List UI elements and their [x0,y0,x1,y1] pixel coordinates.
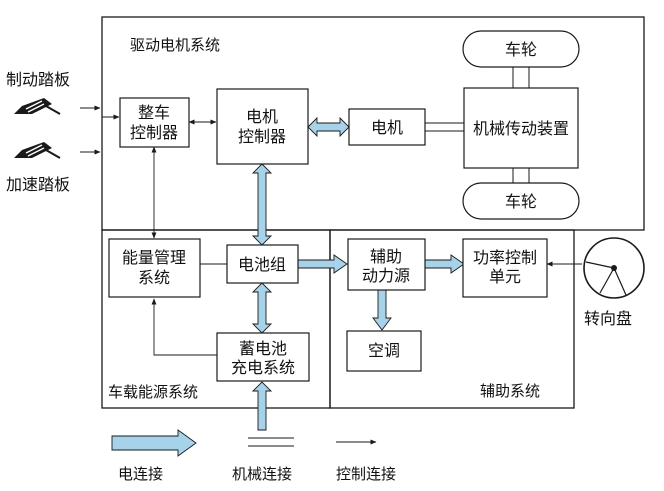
pedal-icon [14,98,61,115]
elec-battery-charger [251,282,273,334]
motor-controller-label-2: 控制器 [238,127,286,146]
vehicle-controller-label-2: 控制器 [130,123,178,142]
elec-motor-controller-motor [307,116,350,138]
charger-box [216,332,310,382]
motor-box [348,108,426,146]
charger-label-1: 蓄电池 [239,339,287,358]
aux-system-title: 辅助系统 [480,382,540,400]
wheel-top-box [462,30,580,68]
legend-electric-arrow [111,429,197,457]
energy-mgmt-label-2: 系统 [138,268,170,287]
legend-control-label: 控制连接 [336,465,396,483]
power-steering-unit-box [462,238,548,298]
wheel-top-label: 车轮 [505,40,537,59]
component-boxes [108,30,580,382]
control-connections [80,105,582,356]
legend-mechanical-label: 机械连接 [232,465,292,483]
brake-pedal-label: 制动踏板 [6,70,70,89]
battery-pack-label: 电池组 [238,255,286,274]
elec-battery-to-aux-power [297,254,348,274]
pedal-icon [14,142,61,159]
aux-power-box [347,238,426,291]
accel-pedal-label: 加速踏板 [6,175,70,194]
charger-label-2: 充电系统 [231,358,295,377]
electric-connections [111,116,465,457]
transmission-label: 机械传动装置 [473,119,569,138]
power-steering-unit-label-2: 单元 [489,267,521,286]
vehicle-controller-box [119,97,190,148]
energy-system-title: 车载能源系统 [108,383,198,401]
motor-label: 电机 [371,118,403,137]
energy-mgmt-label-1: 能量管理 [122,248,186,267]
transmission-box [463,87,579,169]
power-steering-unit-label-1: 功率控制 [473,248,537,267]
mechanical-connections [425,67,530,183]
motor-controller-label-1: 电机 [246,107,278,126]
box-labels: 整车 控制器 电机 控制器 电机 机械传动装置 车轮 车轮 能量管理 系统 电池… [122,40,569,377]
legend: 电连接 机械连接 控制连接 [118,437,396,483]
aux-system-frame [329,229,575,409]
elec-aux-power-to-steering-unit [424,254,465,274]
steering-wheel-icon [583,237,645,299]
steering-wheel-label: 转向盘 [584,309,632,328]
aux-power-label-1: 辅助 [370,247,402,266]
wheel-bottom-label: 车轮 [505,192,537,211]
motor-controller-box [216,88,309,165]
battery-pack-box [226,244,299,284]
aux-power-label-2: 动力源 [362,266,410,285]
elec-motor-controller-battery [251,163,273,246]
elec-aux-power-to-ac [372,289,392,331]
ctrl-charger-to-energy-mgmt [151,298,217,356]
wheel-bottom-box [462,182,580,220]
vehicle-controller-label-1: 整车 [138,103,170,122]
energy-mgmt-box [108,238,201,298]
air-conditioner-label: 空调 [368,341,400,360]
air-conditioner-box [346,330,422,372]
elec-external-to-charger [251,381,273,431]
drive-system-title: 驱动电机系统 [130,36,220,54]
legend-electric-label: 电连接 [118,465,163,483]
